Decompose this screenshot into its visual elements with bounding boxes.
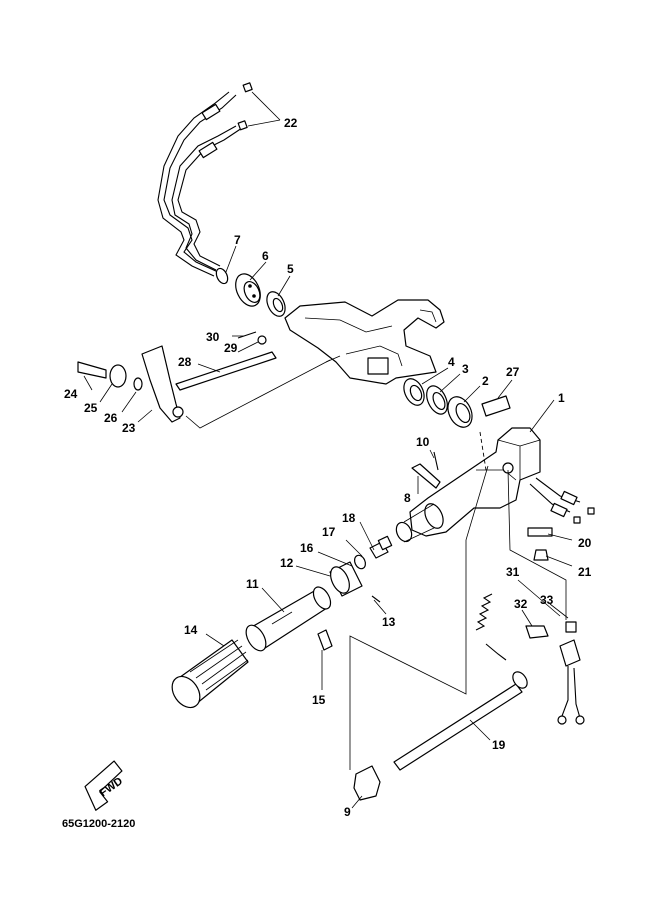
throttle-grip [171,639,249,709]
callout-30: 30 [206,330,220,344]
callout-6: 6 [262,249,269,263]
callout-9: 9 [344,805,351,819]
callout-15: 15 [312,693,326,707]
callout-31: 31 [506,565,520,579]
callout-23: 23 [122,421,136,435]
cable-guide [353,765,381,801]
callout-14: 14 [184,623,198,637]
spring-parts [475,593,585,725]
grommet-parts [215,267,286,317]
callout-17: 17 [322,525,336,539]
callout-26: 26 [104,411,118,425]
callout-22: 22 [284,116,298,130]
callout-8: 8 [404,491,411,505]
callout-33: 33 [540,593,554,607]
callout-5: 5 [287,262,294,276]
callout-24: 24 [64,387,78,401]
callout-13: 13 [382,615,396,629]
shift-lever-parts [77,331,277,423]
callout-labels: 1 2 3 4 5 6 7 8 9 10 11 12 13 14 15 16 1… [64,116,592,819]
callout-32: 32 [514,597,528,611]
callout-1: 1 [558,391,565,405]
callout-19: 19 [492,738,506,752]
callout-21: 21 [578,565,592,579]
tiller-handle [245,586,332,652]
throttle-shaft [393,671,528,771]
cable-assembly [157,82,253,277]
figure-code: 65G1200-2120 [62,818,135,830]
screw [317,629,333,651]
washer-parts [403,378,511,428]
callout-27: 27 [506,365,520,379]
callout-18: 18 [342,511,356,525]
steering-arm [395,427,541,543]
callout-28: 28 [178,355,192,369]
callout-11: 11 [246,577,259,591]
routing-lines [185,355,567,770]
callout-10: 10 [416,435,430,449]
steering-bracket [284,299,445,385]
callout-29: 29 [224,341,238,355]
callout-4: 4 [448,355,455,369]
cable-ends [529,477,595,524]
callout-25: 25 [84,401,98,415]
leader-lines [83,91,573,809]
fwd-arrow-icon: FWD [84,760,125,811]
callout-12: 12 [280,556,294,570]
callout-3: 3 [462,362,469,376]
sleeve [329,561,381,603]
friction-parts [353,535,393,570]
callout-20: 20 [578,536,592,550]
callout-16: 16 [300,541,314,555]
small-bracket [527,527,553,561]
bolt-parts [411,451,441,489]
callout-7: 7 [234,233,241,247]
callout-2: 2 [482,374,489,388]
